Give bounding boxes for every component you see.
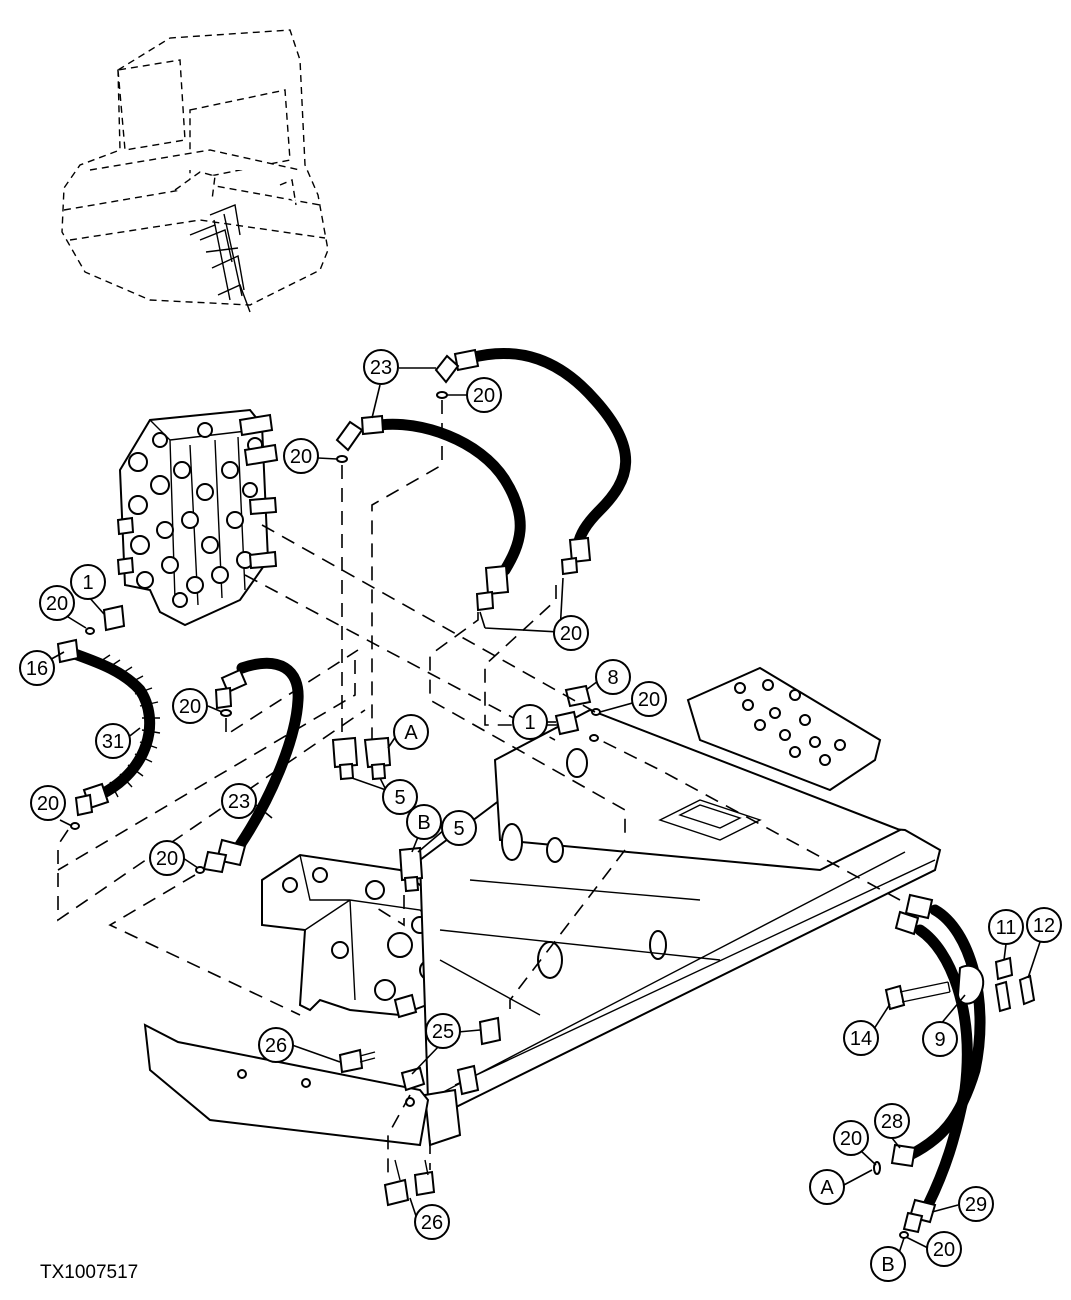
svg-text:11: 11 [996,917,1017,939]
svg-text:20: 20 [156,848,178,870]
callout-11: 11 [988,909,1024,945]
callout-20-lower-left: 20 [30,785,66,821]
control-valve-assembly [116,408,279,627]
svg-text:23: 23 [370,357,392,379]
callout-31: 31 [95,723,131,759]
callout-5-lower: 5 [441,810,477,846]
svg-text:20: 20 [840,1128,862,1150]
svg-text:20: 20 [46,593,68,615]
callout-20-pump-lower: 20 [149,840,185,876]
svg-text:A: A [404,722,418,744]
svg-text:20: 20 [638,689,660,711]
callouts: 23 20 20 1 20 20 16 8 20 20 1 A 31 5 23 … [19,349,1062,1282]
svg-text:20: 20 [473,385,495,407]
svg-text:14: 14 [850,1028,872,1050]
callout-leaders [45,367,1041,1263]
callout-1-left: 1 [70,564,106,600]
svg-text:5: 5 [453,818,464,840]
svg-text:23: 23 [228,791,250,813]
assembly-alignment-lines [57,400,901,1175]
callout-20-top: 20 [466,377,502,413]
callout-16: 16 [19,650,55,686]
svg-text:29: 29 [965,1194,987,1216]
callout-29: 29 [958,1186,994,1222]
figure-id: TX1007517 [40,1262,139,1283]
callout-1-right: 1 [512,704,548,740]
svg-text:9: 9 [934,1029,945,1051]
svg-text:A: A [820,1177,834,1199]
svg-text:20: 20 [560,623,582,645]
svg-text:31: 31 [102,731,124,753]
callout-A-upper: A [393,714,429,750]
callout-26-lower: 26 [414,1204,450,1240]
svg-text:20: 20 [290,446,312,468]
callout-8: 8 [595,659,631,695]
callout-B-upper: B [406,804,442,840]
svg-text:8: 8 [607,667,618,689]
callout-20-upper-left: 20 [283,438,319,474]
svg-text:12: 12 [1033,915,1055,937]
fittings-and-hardware [70,391,1036,1239]
svg-text:26: 26 [421,1212,443,1234]
callout-23-upper: 23 [363,349,399,385]
callout-20-pump: 20 [172,688,208,724]
svg-text:28: 28 [881,1111,903,1133]
machine-locator-illustration [61,29,329,313]
callout-A-lower: A [809,1169,845,1205]
callout-5-upper: 5 [382,779,418,815]
svg-text:26: 26 [265,1035,287,1057]
frame-beam [143,666,942,1147]
callout-20-left: 20 [39,585,75,621]
callout-20-hose-b: 20 [926,1231,962,1267]
callout-23-lower: 23 [221,783,257,819]
svg-text:B: B [417,812,430,834]
svg-text:1: 1 [524,712,535,734]
callout-9: 9 [922,1021,958,1057]
callout-28: 28 [874,1103,910,1139]
callout-12: 12 [1026,907,1062,943]
svg-text:25: 25 [432,1021,454,1043]
callout-14: 14 [843,1020,879,1056]
callout-20-mid: 20 [553,615,589,651]
svg-text:1: 1 [82,572,93,594]
svg-text:20: 20 [179,696,201,718]
svg-text:16: 16 [26,658,48,680]
svg-text:5: 5 [394,787,405,809]
callout-B-lower: B [870,1246,906,1282]
callout-26-upper: 26 [258,1027,294,1063]
svg-text:B: B [881,1254,894,1276]
pump-assembly [261,853,452,1019]
svg-text:20: 20 [37,793,59,815]
callout-20-right: 20 [631,681,667,717]
hoses [56,347,986,1234]
callout-25: 25 [425,1013,461,1049]
svg-text:20: 20 [933,1239,955,1261]
callout-20-hose-a: 20 [833,1120,869,1156]
